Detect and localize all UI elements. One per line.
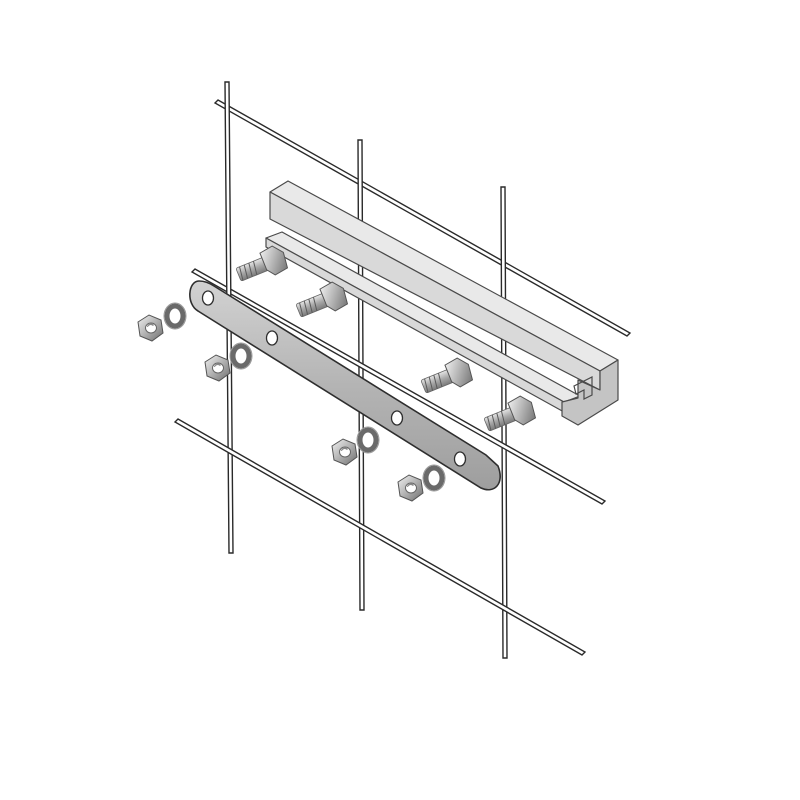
bolt-thread-lines — [424, 373, 443, 393]
bolt-head — [319, 281, 349, 312]
strut-channel — [265, 180, 619, 426]
horizontal-wire-middle — [190, 268, 607, 505]
strut-end-profile — [573, 376, 593, 400]
bolt-head — [507, 395, 537, 426]
flat-washer-3 — [357, 427, 379, 453]
flat-washer-4 — [423, 465, 445, 491]
plate-hole-1 — [201, 290, 215, 306]
t-bolt-3 — [421, 357, 474, 394]
bolt-head — [259, 245, 289, 276]
strut-end-face — [561, 359, 619, 426]
bolt-thread-lines — [487, 411, 506, 431]
bolt-thread-lines — [299, 297, 318, 317]
hex-nut-2 — [204, 354, 231, 382]
hex-nut-4 — [397, 474, 424, 502]
t-bolt-4 — [484, 395, 537, 432]
hex-nut-1 — [137, 314, 164, 342]
bolt-head — [444, 357, 474, 388]
splice-plate — [189, 280, 501, 491]
flat-washer-1 — [164, 303, 186, 329]
horizontal-wire-bottom — [173, 418, 587, 656]
t-bolt-1 — [236, 245, 289, 282]
bolt-thread-lines — [239, 261, 258, 281]
wire-mesh-back — [213, 99, 632, 659]
vertical-wire-middle — [357, 139, 365, 611]
flat-washer-2 — [230, 343, 252, 369]
t-bolt-2 — [296, 281, 349, 318]
plate-hole-2 — [265, 330, 279, 346]
plate-hole-3 — [390, 410, 404, 426]
hex-nut-3 — [331, 438, 358, 466]
horizontal-wire-top — [213, 99, 632, 337]
plate-hole-4 — [453, 451, 467, 467]
